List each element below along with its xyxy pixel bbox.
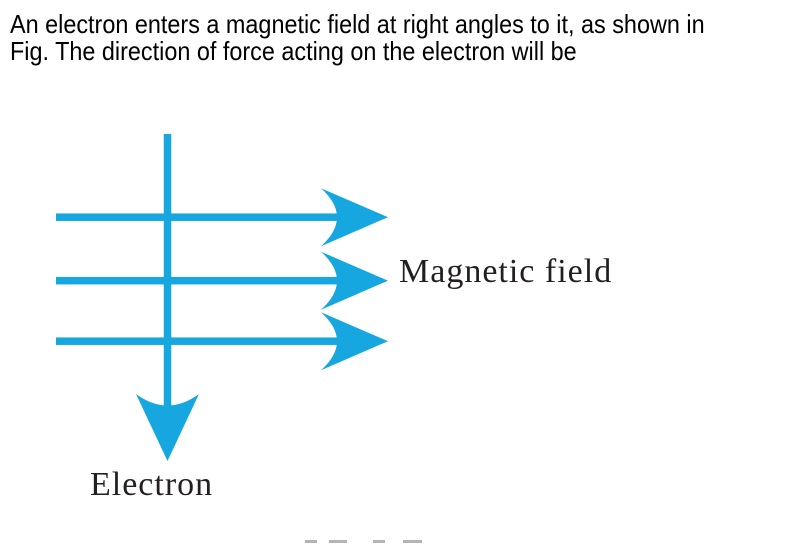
cropped-text-fragment xyxy=(403,540,422,543)
field-line-2-shaft xyxy=(56,276,338,285)
cropped-text-fragment xyxy=(373,540,385,543)
question-line-1: An electron enters a magnetic field at r… xyxy=(10,9,705,39)
field-line-3-shaft xyxy=(56,337,338,345)
magnetic-field-label: Magnetic field xyxy=(399,253,613,290)
question-line-2: Fig. The direction of force acting on th… xyxy=(10,36,577,66)
electron-path-shaft xyxy=(163,134,172,408)
field-line-arrow-3 xyxy=(56,312,388,371)
field-line-arrow-1 xyxy=(56,188,388,247)
electron-label: Electron xyxy=(90,466,214,503)
right-arrowhead-icon xyxy=(321,188,388,247)
right-arrowhead-icon xyxy=(321,312,388,371)
down-arrowhead-icon xyxy=(136,394,199,461)
electron-path-arrow xyxy=(136,134,199,461)
field-line-arrow-2 xyxy=(56,251,388,310)
question-text: An electron enters a magnetic field at r… xyxy=(10,11,705,65)
cropped-text-fragment xyxy=(305,540,317,543)
right-arrowhead-icon xyxy=(321,251,388,310)
cropped-text-fragment xyxy=(329,540,347,543)
field-line-1-shaft xyxy=(56,213,338,221)
